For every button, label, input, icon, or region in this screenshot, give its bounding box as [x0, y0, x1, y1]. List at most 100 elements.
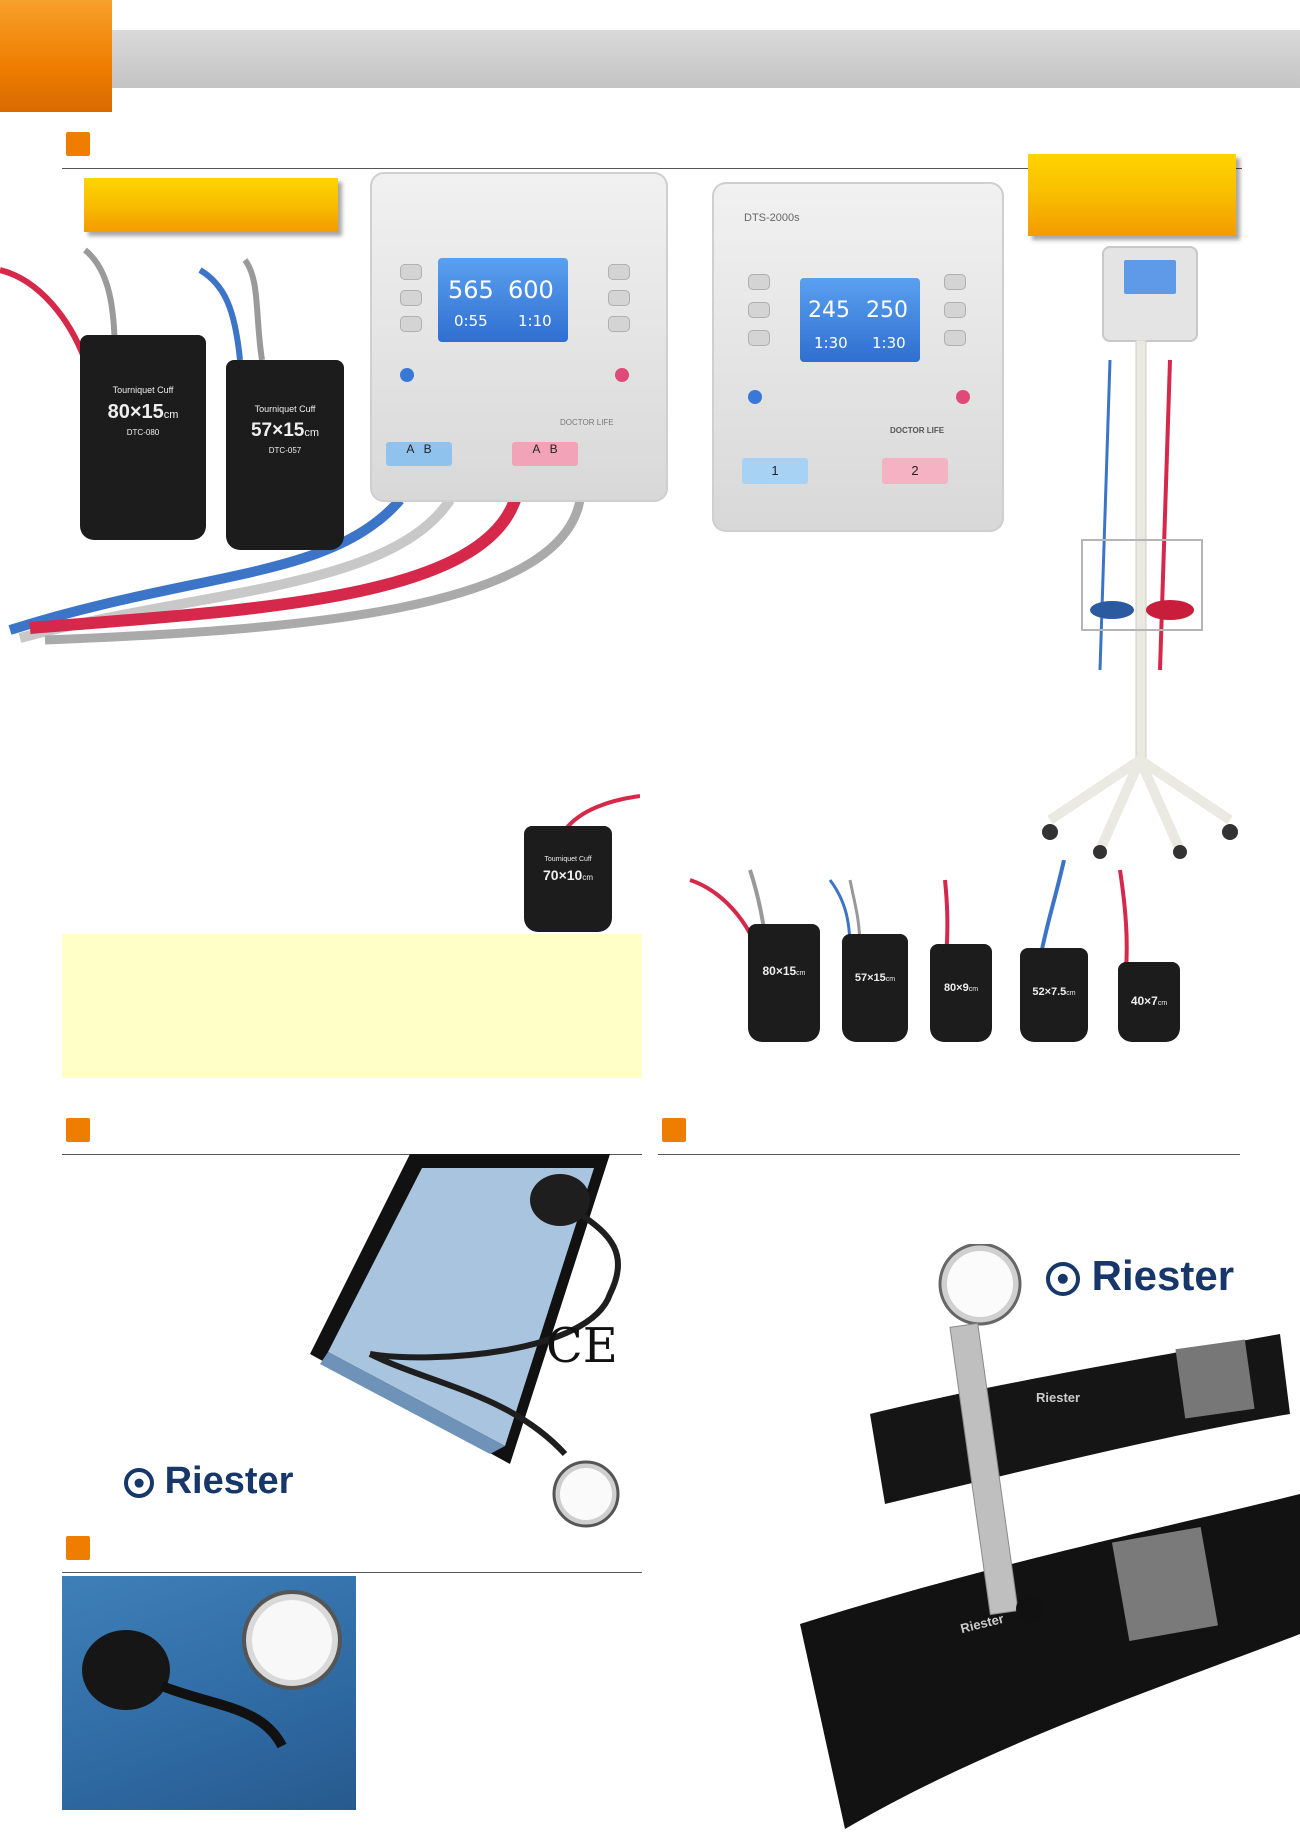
cuff-size: 80×15	[107, 401, 164, 423]
stand-device-lcd	[1124, 260, 1176, 294]
section-1-marker	[66, 132, 90, 156]
section-4-rule	[62, 1572, 642, 1573]
device-left-button[interactable]	[608, 316, 630, 332]
device-right-button[interactable]	[944, 274, 966, 290]
cuff-unit: cm	[163, 409, 179, 421]
cuff-unit: cm	[1066, 990, 1076, 997]
cuff-size: 80×9	[943, 982, 969, 994]
cuff-size-row: 52×7.5cm	[1020, 982, 1088, 1000]
riester-logo-text: Riester	[1091, 1252, 1235, 1299]
power-button-pink[interactable]	[956, 390, 970, 404]
cuff-size-row: 40×7cm	[1118, 992, 1180, 1010]
device-right-button[interactable]	[748, 274, 770, 290]
cuff-size: 80×15	[762, 964, 797, 978]
cuff-row-item: 40×7cm	[1118, 962, 1180, 1042]
power-button-pink[interactable]	[615, 368, 629, 382]
device-left-button[interactable]	[400, 290, 422, 306]
cuff-size: 57×15	[250, 420, 305, 441]
cuff-label: Tourniquet Cuff	[112, 385, 174, 395]
lcd-left-time: 1:30	[814, 334, 848, 352]
riester-cuff-with-bulb	[310, 1154, 622, 1528]
stand-pole	[1042, 340, 1238, 859]
stand-mounted-device	[1102, 246, 1198, 342]
section-1-rule	[62, 168, 1242, 169]
device-right-button[interactable]	[944, 302, 966, 318]
yellow-tag-right	[1028, 154, 1236, 236]
cuff-label: Tourniquet Cuff	[544, 856, 592, 863]
port-a-label: A	[406, 442, 414, 456]
riester-tourniquet-product	[800, 1244, 1300, 1829]
header-grey-band	[112, 30, 1300, 88]
tourniquet-device-left: 565 600 0:55 1:10 DOCTOR LIFE A B A B	[370, 172, 668, 502]
yellow-tag-left	[84, 178, 338, 232]
port-2-label: 2	[882, 458, 948, 484]
riester-logo-icon	[124, 1467, 154, 1498]
device-left-lcd: 565 600 0:55 1:10	[438, 258, 568, 342]
cuff-size: 40×7	[1130, 994, 1158, 1008]
power-button-blue[interactable]	[400, 368, 414, 382]
cuff-code: DTC-057	[268, 446, 302, 455]
riester-logo-right: Riester	[1046, 1252, 1234, 1300]
cuff-unit: cm	[582, 873, 593, 882]
lcd-right-time: 1:30	[872, 334, 906, 352]
device-right-button[interactable]	[748, 302, 770, 318]
cuff-row-item: 57×15cm	[842, 934, 908, 1042]
cuff-row-item: 52×7.5cm	[1020, 948, 1088, 1042]
grey-tube-long-2	[44, 499, 585, 645]
tourniquet-cuff-80x15: Tourniquet Cuff 80×15cm DTC-080	[80, 335, 206, 540]
cuff-unit: cm	[304, 427, 320, 439]
riester-cuff-print-top: Riester	[1036, 1390, 1081, 1405]
cuff-unit: cm	[968, 986, 979, 993]
cuff-unit: cm	[796, 970, 806, 977]
cuff-unit: cm	[1157, 1000, 1168, 1007]
device-left-button[interactable]	[400, 316, 422, 332]
port-b-label: B	[549, 442, 558, 456]
tourniquet-cuff-70x10: Tourniquet Cuff 70×10cm	[524, 826, 612, 932]
port-label-blue: A B	[386, 442, 452, 466]
lcd-right-time: 1:10	[518, 312, 552, 330]
riester-logo-icon	[1046, 1261, 1080, 1296]
cuff-row-item: 80×9cm	[930, 944, 992, 1042]
device-left-button[interactable]	[608, 290, 630, 306]
port-b-label: B	[423, 442, 432, 456]
power-button-blue[interactable]	[748, 390, 762, 404]
bulb-gauge-photo	[62, 1576, 356, 1810]
tourniquet-device-right: DTS-2000s 245 250 1:30 1:30 DOCTOR LIFE …	[712, 182, 1004, 532]
cuff-size: 70×10	[543, 867, 583, 883]
section-3-marker	[662, 1118, 686, 1142]
blue-tube-cuff	[198, 267, 243, 361]
blue-tube-long	[8, 496, 404, 635]
cuff-size-row: 70×10cm	[524, 867, 612, 885]
orange-corner-block	[0, 0, 112, 112]
info-box	[62, 934, 642, 1078]
cuff-row-item: 80×15cm	[748, 924, 820, 1042]
device-right-lcd: 245 250 1:30 1:30	[800, 278, 920, 362]
device-right-button[interactable]	[748, 330, 770, 346]
port-a-label: A	[532, 442, 540, 456]
device-right-button[interactable]	[944, 330, 966, 346]
cuff-code: DTC-080	[126, 428, 160, 437]
cuff-unit: cm	[885, 976, 896, 983]
red-tube-cuff	[0, 267, 88, 362]
riester-logo-text: Riester	[164, 1460, 294, 1502]
red-tube-long	[29, 497, 521, 634]
tourniquet-cuff-57x15: Tourniquet Cuff 57×15cm DTC-057	[226, 360, 344, 550]
section-2-rule	[62, 1154, 642, 1155]
bulb-gauge-illustration	[82, 1590, 342, 1749]
ce-mark: CE	[546, 1318, 618, 1374]
riester-logo-left: Riester	[124, 1460, 293, 1503]
section-3-rule	[658, 1154, 1240, 1155]
device-left-button[interactable]	[400, 264, 422, 280]
port-label-pink: A B	[512, 442, 578, 466]
device-left-button[interactable]	[608, 264, 630, 280]
grey-tube-cuff-2	[242, 258, 265, 361]
cuff-size-row: 57×15cm	[842, 968, 908, 986]
cuff-size-row: 80×15cm	[748, 962, 820, 980]
section-4-marker	[66, 1536, 90, 1560]
device-left-brand: DOCTOR LIFE	[560, 418, 614, 427]
section-2-marker	[66, 1118, 90, 1142]
lcd-right-value: 600	[508, 276, 554, 304]
small-cuff-tube	[563, 794, 640, 830]
lcd-left-time: 0:55	[454, 312, 488, 330]
cuff-size-row: 80×9cm	[930, 978, 992, 996]
